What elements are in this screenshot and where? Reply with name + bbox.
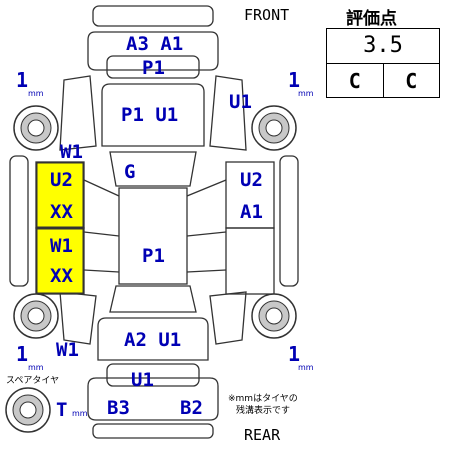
right-rear-door	[225, 227, 275, 295]
code-front-bumper: A3 A1	[126, 33, 184, 55]
tread-rear-left-unit: mm	[28, 363, 44, 372]
code-trunk: A2 U1	[124, 329, 182, 351]
code-right-front-fender: U1	[229, 91, 252, 113]
grade-box: 3.5 C C	[326, 28, 440, 98]
code-left-rear-w1: W1	[56, 339, 79, 361]
hood	[101, 83, 205, 147]
right-side-skirt	[279, 155, 299, 287]
tread-rear-left: 1	[16, 342, 29, 366]
tread-rear-right: 1	[288, 342, 301, 366]
front-bumper-top	[92, 5, 214, 27]
code-left-front-door-1: U2	[50, 169, 73, 191]
windshield	[109, 151, 197, 187]
tread-front-left: 1	[16, 68, 29, 92]
tread-front-left-unit: mm	[28, 89, 44, 98]
front-bumper	[87, 31, 219, 71]
code-right-front-door-1: U2	[240, 169, 263, 191]
wheel-front-left	[13, 105, 59, 151]
code-rear-bumper-right: B2	[180, 397, 203, 419]
tread-spare-unit: mm	[72, 409, 88, 418]
code-right-front-door-2: A1	[240, 201, 263, 223]
grade-interior: C	[327, 64, 384, 98]
left-rear-fender	[59, 291, 97, 345]
tread-front-right: 1	[288, 68, 301, 92]
rear-bumper	[87, 377, 219, 421]
code-front-plate: P1	[142, 57, 165, 79]
grade-subscores: C C	[327, 64, 439, 98]
rear-label: REAR	[244, 426, 281, 444]
grade-exterior: C	[405, 69, 418, 93]
left-front-fender	[59, 75, 97, 151]
code-left-rear-door-1: W1	[50, 235, 73, 257]
grade-score: 3.5	[327, 29, 439, 64]
left-rear-door	[35, 227, 85, 295]
code-hood: P1 U1	[121, 104, 179, 126]
code-spare-tire: T	[56, 399, 68, 421]
spare-tire-label: スペアタイヤ	[6, 376, 60, 386]
front-label: FRONT	[244, 6, 290, 24]
left-side-skirt	[9, 155, 29, 287]
left-front-door-highlight	[36, 162, 84, 228]
tread-front-right-unit: mm	[298, 89, 314, 98]
left-rear-door-highlight	[36, 228, 84, 294]
rear-window	[109, 285, 197, 313]
wheel-rear-right	[251, 293, 297, 339]
roof	[118, 187, 188, 285]
tread-rear-right-unit: mm	[298, 363, 314, 372]
grade-title: 評価点	[346, 9, 397, 29]
code-left-rear-door-2: XX	[50, 265, 73, 287]
right-rear-fender	[209, 291, 247, 345]
front-plate	[106, 55, 200, 79]
tread-note-line-2: 残溝表示です	[236, 406, 291, 416]
code-roof: P1	[142, 245, 165, 267]
tread-note-line-1: ※mmはタイヤの	[228, 394, 298, 404]
wheel-spare	[5, 387, 51, 433]
rear-bumper-bottom	[92, 423, 214, 439]
code-rear-bumper-left: B3	[107, 397, 130, 419]
trunk	[97, 317, 209, 361]
wheel-front-right	[251, 105, 297, 151]
code-left-front-door-2: XX	[50, 201, 73, 223]
code-rear-plate: U1	[131, 369, 154, 391]
wheel-rear-left	[13, 293, 59, 339]
right-front-fender	[209, 75, 247, 151]
rear-plate	[106, 363, 200, 387]
code-left-front-fender-w1: W1	[60, 141, 83, 163]
code-windshield: G	[124, 161, 136, 183]
